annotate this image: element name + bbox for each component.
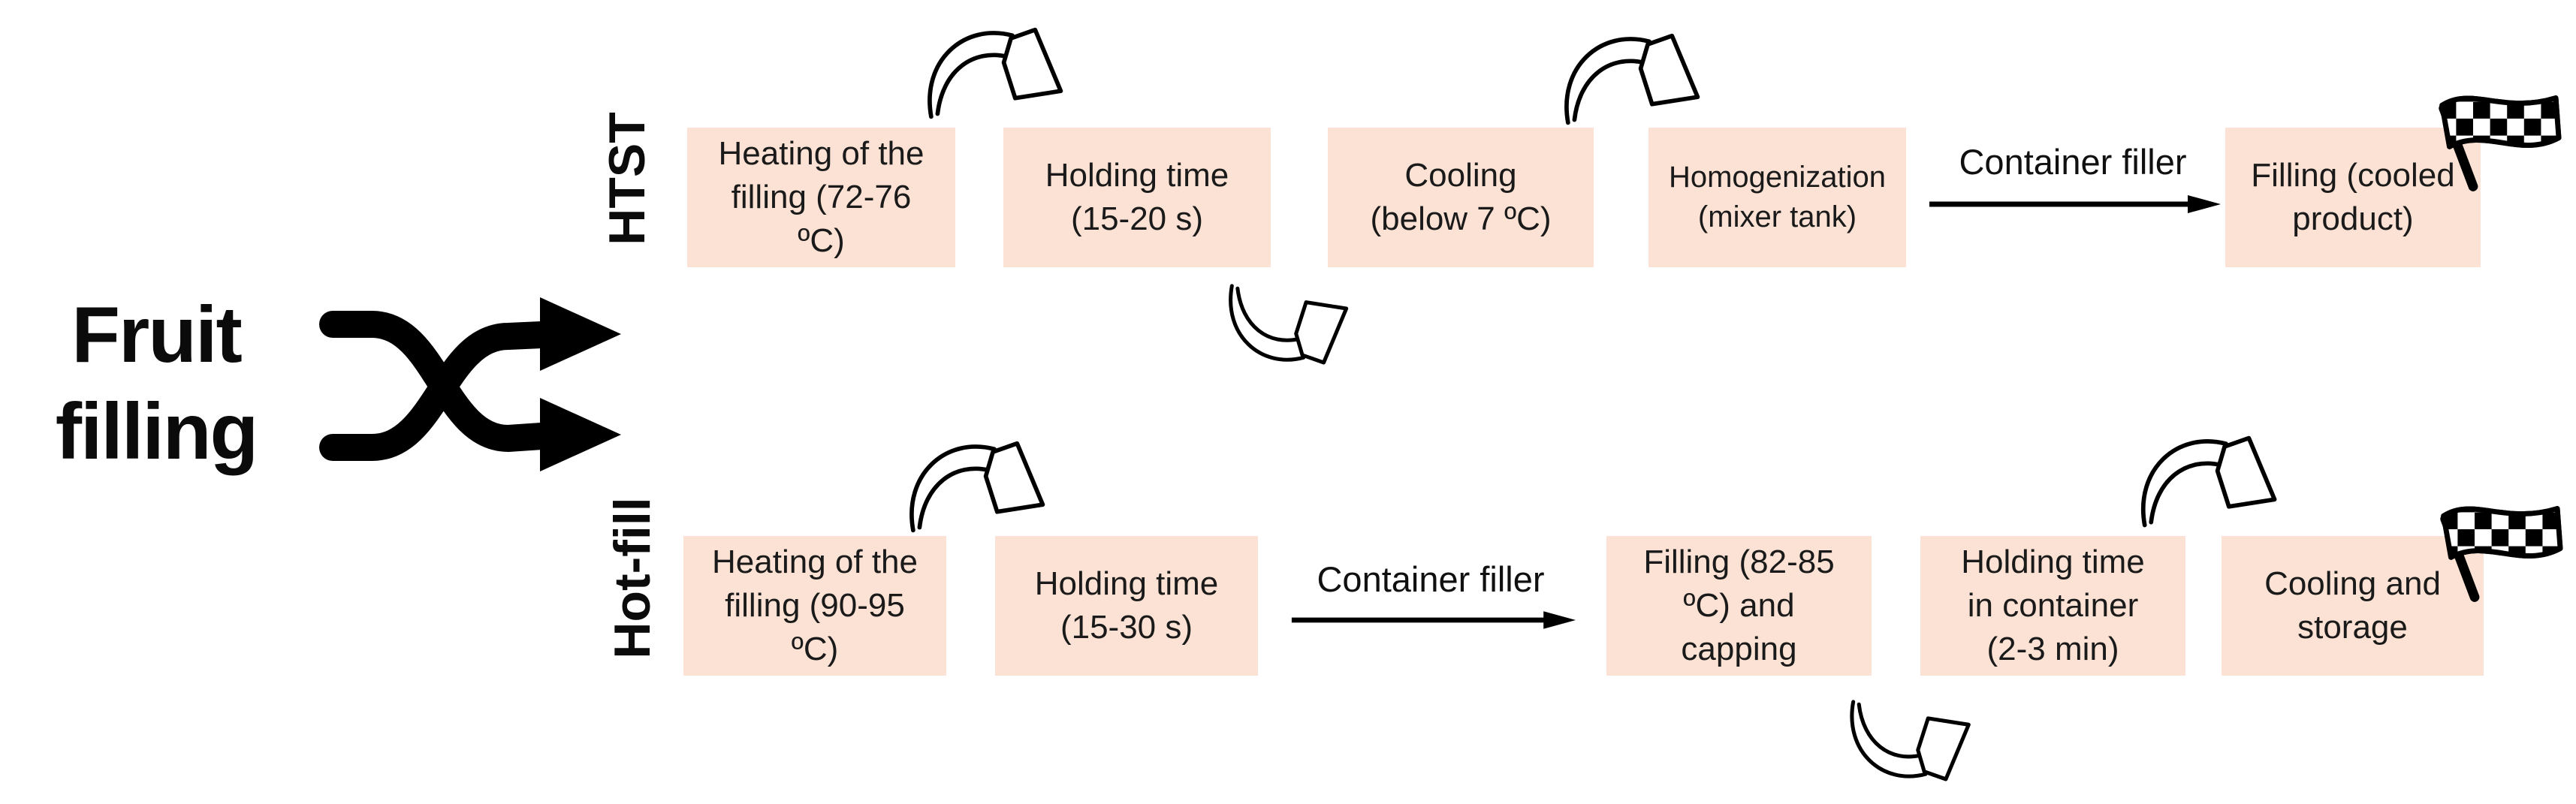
step-box-hotfill-heating: Heating of the filling (90-95 ºC) [683, 536, 946, 676]
curved-arrow-icon [2140, 433, 2283, 531]
step-box-text: Holding time (15-30 s) [1034, 565, 1219, 646]
finish-flag-icon [2430, 89, 2559, 192]
step-box-text: Heating of the filling (90-95 ºC) [712, 543, 918, 668]
step-box-htst-homogenization: Homogenization (mixer tank) [1648, 128, 1906, 267]
curved-arrow-icon [909, 439, 1051, 535]
curved-arrow-icon [1564, 32, 1706, 128]
curved-arrow-icon [1213, 282, 1369, 366]
step-box-hotfill-holding: Holding time (15-30 s) [995, 536, 1258, 676]
step-box-text: Homogenization (mixer tank) [1668, 161, 1887, 233]
step-box-htst-cooling: Cooling (below 7 ºC) [1328, 128, 1594, 267]
step-box-text: Filling (cooled product) [2251, 156, 2455, 237]
straight-arrow-icon [1926, 192, 2223, 216]
step-box-hotfill-filling-capping: Filling (82-85 ºC) and capping [1606, 536, 1872, 676]
step-box-text: Cooling (below 7 ºC) [1370, 156, 1552, 237]
step-box-hotfill-cooling-storage: Cooling and storage [2222, 536, 2484, 676]
step-box-htst-holding: Holding time (15-20 s) [1003, 128, 1271, 267]
curved-arrow-icon [927, 26, 1069, 122]
step-box-text: Heating of the filling (72-76 ºC) [718, 134, 925, 260]
connector-label-container-filler-top: Container filler [1959, 142, 2187, 182]
step-box-text: Filling (82-85 ºC) and capping [1643, 543, 1835, 668]
step-box-htst-heating: Heating of the filling (72-76 ºC) [687, 128, 955, 267]
step-box-text: Holding time in container (2-3 min) [1961, 543, 2145, 668]
shuffle-split-arrows-icon [319, 297, 621, 471]
step-box-htst-filling: Filling (cooled product) [2225, 128, 2481, 267]
curved-arrow-icon [1834, 697, 1992, 783]
straight-arrow-icon [1289, 608, 1578, 632]
row-label-htst: HTST [599, 112, 656, 245]
source-label: Fruit filling [55, 291, 259, 477]
step-box-text: Cooling and storage [2264, 565, 2441, 646]
finish-flag-icon [2432, 500, 2561, 602]
row-label-hot-fill: Hot-fill [604, 497, 661, 659]
step-box-text: Holding time (15-20 s) [1045, 156, 1229, 237]
connector-label-container-filler-bottom: Container filler [1317, 559, 1545, 599]
step-box-hotfill-holding-container: Holding time in container (2-3 min) [1920, 536, 2185, 676]
